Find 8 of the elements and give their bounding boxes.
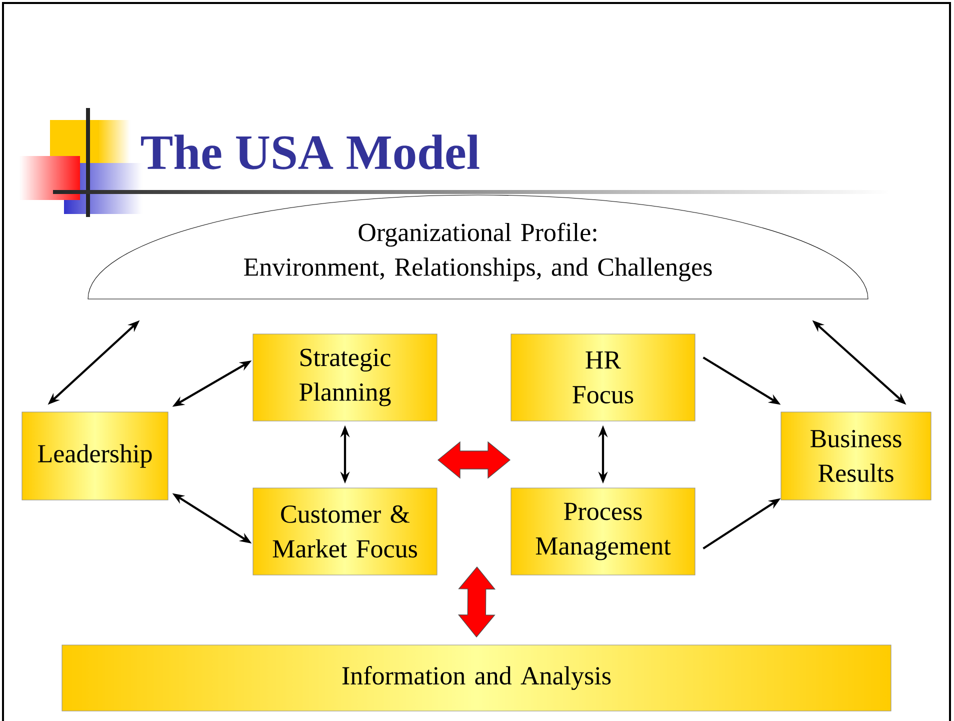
process-box: Leadership: [22, 412, 168, 500]
process-box: Information and Analysis: [62, 644, 892, 712]
process-box: Strategic Planning: [252, 334, 438, 422]
process-box: Business Results: [780, 412, 932, 500]
process-box: Customer & Market Focus: [252, 488, 438, 576]
title: The USA Model: [141, 134, 480, 170]
process-box: HR Focus: [510, 334, 696, 422]
process-box: Process Management: [510, 488, 696, 576]
